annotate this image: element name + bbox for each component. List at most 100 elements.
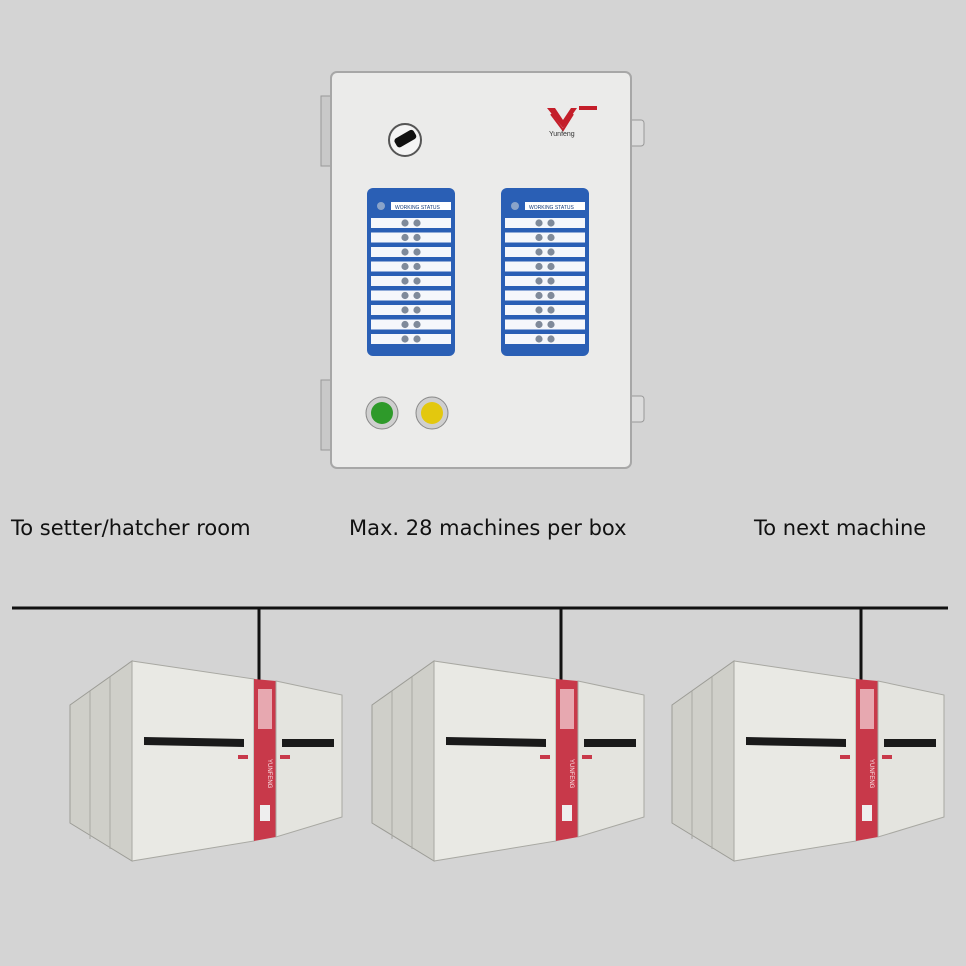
status-led bbox=[535, 262, 543, 271]
status-led bbox=[401, 291, 409, 300]
door-handle bbox=[238, 755, 248, 759]
status-row bbox=[371, 290, 451, 301]
status-led bbox=[547, 219, 555, 227]
status-row bbox=[371, 218, 451, 228]
door-handle bbox=[280, 755, 290, 759]
status-panel-right: WORKING STATUS bbox=[501, 188, 589, 356]
status-led bbox=[547, 262, 555, 271]
status-led bbox=[413, 262, 421, 271]
label-to-next-machine: To next machine bbox=[754, 516, 927, 540]
door-handle bbox=[840, 755, 850, 759]
status-row bbox=[371, 334, 451, 344]
status-led bbox=[547, 277, 555, 285]
door-handle bbox=[582, 755, 592, 759]
status-led bbox=[401, 219, 409, 227]
status-row bbox=[505, 261, 585, 272]
status-led bbox=[535, 320, 543, 329]
machine-front-door bbox=[131, 660, 255, 862]
door-handle bbox=[882, 755, 892, 759]
svg-text:WORKING STATUS: WORKING STATUS bbox=[529, 205, 574, 211]
machine-3: YUNFENG bbox=[671, 660, 945, 862]
status-led bbox=[413, 291, 421, 300]
machine-2: YUNFENG bbox=[371, 660, 645, 862]
status-led bbox=[401, 335, 409, 343]
vent bbox=[862, 805, 872, 821]
machine-right-door bbox=[275, 680, 343, 838]
status-led bbox=[535, 306, 543, 314]
status-led bbox=[401, 306, 409, 314]
status-row bbox=[505, 319, 585, 330]
network-lines bbox=[12, 606, 948, 682]
status-row bbox=[505, 247, 585, 257]
status-led bbox=[547, 248, 555, 256]
status-panel-left: WORKING STATUS bbox=[367, 188, 455, 356]
machine-1: YUNFENG bbox=[69, 660, 343, 862]
control-display bbox=[258, 689, 272, 729]
control-display bbox=[860, 689, 874, 729]
machine-front-door bbox=[733, 660, 857, 862]
status-led bbox=[401, 277, 409, 285]
door-window bbox=[282, 739, 334, 747]
door-window bbox=[446, 737, 546, 747]
status-row bbox=[371, 276, 451, 286]
status-led bbox=[401, 320, 409, 329]
status-row bbox=[371, 247, 451, 257]
vent bbox=[562, 805, 572, 821]
status-led bbox=[413, 219, 421, 227]
door-window bbox=[584, 739, 636, 747]
machine-right-door bbox=[577, 680, 645, 838]
status-row bbox=[371, 261, 451, 272]
status-led bbox=[401, 262, 409, 271]
yellow-indicator-light bbox=[421, 402, 443, 424]
label-max-machines: Max. 28 machines per box bbox=[349, 516, 627, 540]
door-window bbox=[884, 739, 936, 747]
status-led bbox=[401, 248, 409, 256]
machine-side-wall bbox=[671, 660, 735, 862]
status-led bbox=[535, 277, 543, 285]
status-led bbox=[413, 248, 421, 256]
status-led bbox=[535, 219, 543, 227]
brand-name: Yunfeng bbox=[549, 131, 575, 138]
door-window bbox=[746, 737, 846, 747]
machine-brand: YUNFENG bbox=[868, 759, 874, 789]
door-handle bbox=[540, 755, 550, 759]
status-led bbox=[413, 306, 421, 314]
svg-text:WORKING STATUS: WORKING STATUS bbox=[395, 205, 440, 211]
green-indicator-light bbox=[371, 402, 393, 424]
machine-front-door bbox=[433, 660, 557, 862]
machine-side-wall bbox=[69, 660, 133, 862]
status-row bbox=[371, 319, 451, 330]
status-led bbox=[547, 233, 555, 242]
status-row bbox=[371, 232, 451, 243]
status-led bbox=[401, 233, 409, 242]
status-row bbox=[505, 290, 585, 301]
brand-logo-icon bbox=[547, 106, 597, 132]
status-led bbox=[535, 335, 543, 343]
status-row bbox=[505, 218, 585, 228]
status-row bbox=[505, 276, 585, 286]
machine-brand: YUNFENG bbox=[568, 759, 574, 789]
status-led bbox=[535, 233, 543, 242]
vent bbox=[260, 805, 270, 821]
status-led bbox=[413, 320, 421, 329]
status-led bbox=[535, 248, 543, 256]
status-led bbox=[547, 335, 555, 343]
status-led bbox=[547, 306, 555, 314]
status-row bbox=[505, 232, 585, 243]
status-row bbox=[505, 334, 585, 344]
label-to-setter-hatcher-room: To setter/hatcher room bbox=[11, 516, 251, 540]
status-led bbox=[535, 291, 543, 300]
status-led bbox=[413, 233, 421, 242]
machine-right-door bbox=[877, 680, 945, 838]
knob-handle bbox=[394, 129, 417, 148]
status-led bbox=[413, 335, 421, 343]
status-led bbox=[413, 277, 421, 285]
status-row bbox=[505, 305, 585, 315]
status-row bbox=[371, 305, 451, 315]
door-window bbox=[144, 737, 244, 747]
control-box: Yunfeng WORKING STATUS WORKING STATUS bbox=[320, 71, 645, 469]
machine-brand: YUNFENG bbox=[266, 759, 272, 789]
status-led bbox=[547, 320, 555, 329]
machine-side-wall bbox=[371, 660, 435, 862]
status-led bbox=[547, 291, 555, 300]
